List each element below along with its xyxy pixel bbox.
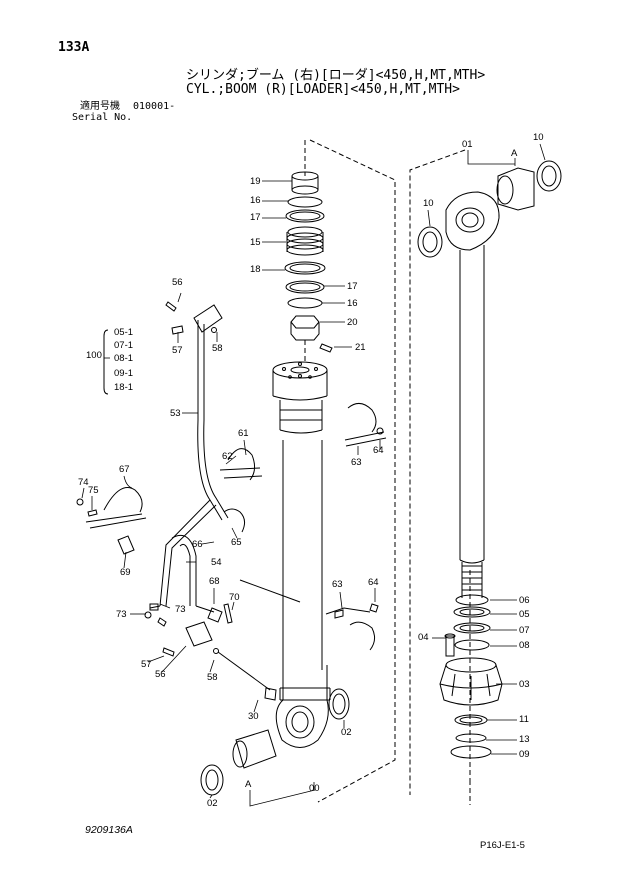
label-69: 69: [120, 567, 131, 578]
label-73-left: 73: [116, 609, 127, 620]
label-62: 62: [222, 451, 233, 462]
group-item-0: 05-1: [114, 327, 134, 338]
label-54: 54: [211, 557, 222, 568]
label-10-left: 10: [423, 198, 434, 209]
label-66: 66: [192, 539, 203, 550]
label-00: 00: [309, 783, 320, 794]
label-74: 74: [78, 477, 89, 488]
label-63-upper: 63: [351, 457, 362, 468]
group-item-4: 18-1: [114, 382, 134, 393]
label-56-lower: 56: [155, 669, 166, 680]
label-68: 68: [209, 576, 220, 587]
label-02-left: 02: [207, 798, 218, 809]
serial-label-en: Serial No.: [72, 112, 133, 123]
label-73-right: 73: [175, 604, 186, 615]
label-56-upper: 56: [172, 277, 183, 288]
group-bracket: [104, 330, 108, 394]
label-13: 13: [519, 734, 530, 745]
label-21: 21: [355, 342, 366, 353]
label-17-lower: 17: [347, 281, 358, 292]
pipe-assembly: [145, 302, 270, 690]
label-11: 11: [519, 714, 529, 725]
label-58-upper: 58: [212, 343, 223, 354]
label-57-upper: 57: [172, 345, 183, 356]
label-06: 06: [519, 595, 530, 606]
label-03: 03: [519, 679, 530, 690]
label-30: 30: [248, 711, 259, 722]
page-code: 133A: [58, 40, 90, 55]
label-70: 70: [229, 592, 240, 603]
label-64-upper: 64: [373, 445, 384, 456]
label-18: 18: [250, 264, 261, 275]
label-63-lower: 63: [332, 579, 343, 590]
label-04: 04: [418, 632, 429, 643]
label-64-lower: 64: [368, 577, 379, 588]
label-20: 20: [347, 317, 358, 328]
label-16-lower: 16: [347, 298, 358, 309]
label-15: 15: [250, 237, 261, 248]
group-item-3: 09-1: [114, 368, 134, 379]
piston-rod: [418, 161, 561, 758]
serial-label-jp: 適用号機: [80, 101, 120, 112]
label-75: 75: [88, 485, 99, 496]
clamp-brackets: [77, 403, 386, 700]
label-08: 08: [519, 640, 530, 651]
title-japanese: シリンダ;ブーム (右)[ローダ]<450,H,MT,MTH>: [186, 68, 486, 83]
sheet-reference: P16J-E1-5: [480, 840, 525, 851]
label-65: 65: [231, 537, 242, 548]
title-english: CYL.;BOOM (R)[LOADER]<450,H,MT,MTH>: [186, 82, 460, 97]
label-A-lower: A: [245, 779, 252, 790]
cylinder-tube: [273, 362, 330, 748]
label-17-upper: 17: [250, 212, 261, 223]
label-58-lower: 58: [207, 672, 218, 683]
group-main-number: 100: [86, 350, 102, 361]
label-02-right: 02: [341, 727, 352, 738]
label-09: 09: [519, 749, 530, 760]
label-61: 61: [238, 428, 249, 439]
leader-lines: [82, 144, 545, 806]
group-item-2: 08-1: [114, 353, 134, 364]
label-19: 19: [250, 176, 261, 187]
seal-stack: [285, 172, 332, 352]
bushing-set: [201, 689, 349, 795]
label-67: 67: [119, 464, 130, 475]
label-01: 01: [462, 139, 473, 150]
label-57-lower: 57: [141, 659, 152, 670]
label-07: 07: [519, 625, 530, 636]
group-item-1: 07-1: [114, 340, 134, 351]
serial-value: 010001-: [133, 101, 176, 112]
guide-lines: [305, 140, 470, 805]
label-10-right: 10: [533, 132, 544, 143]
label-53: 53: [170, 408, 181, 419]
label-05: 05: [519, 609, 530, 620]
label-16-upper: 16: [250, 195, 261, 206]
label-A-upper: A: [511, 148, 518, 159]
drawing-number: 9209136A: [85, 824, 133, 836]
